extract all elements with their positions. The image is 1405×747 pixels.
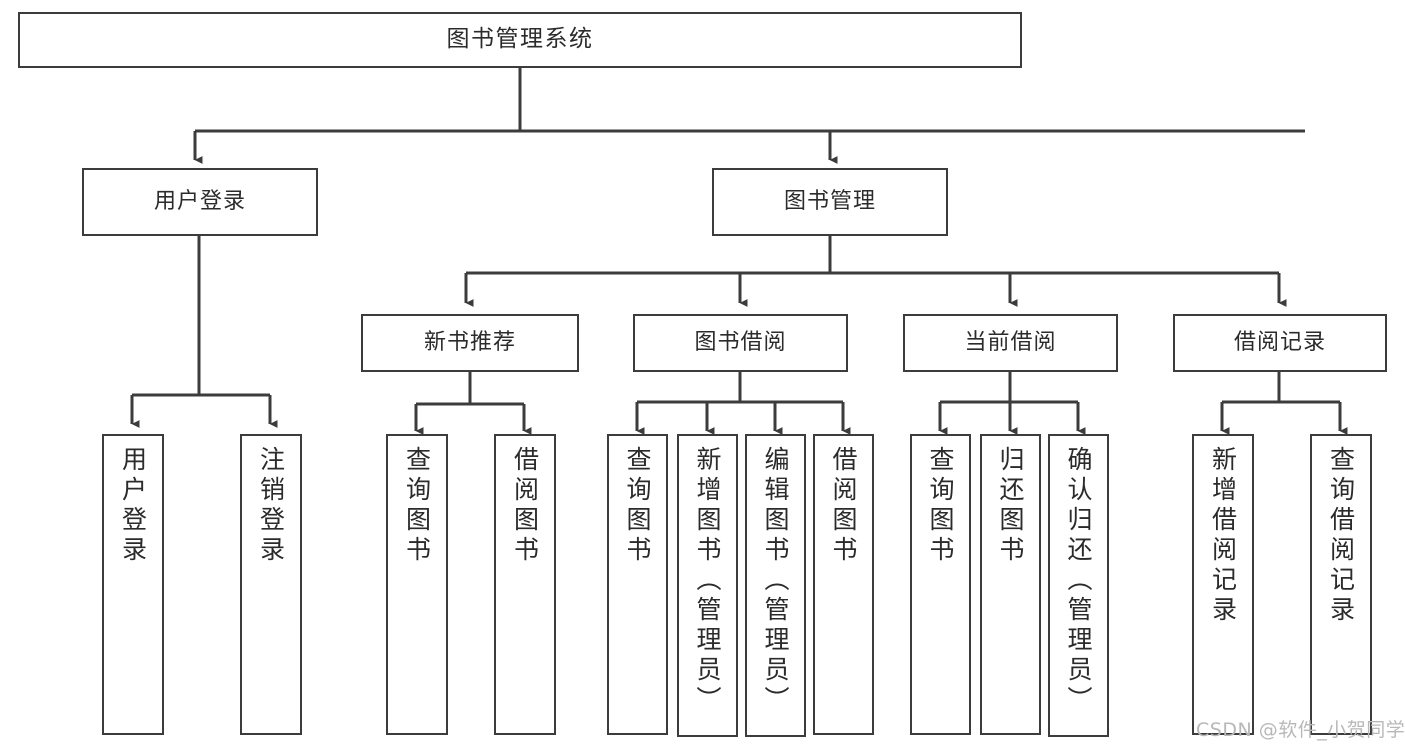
node-label: 借阅记录 xyxy=(1233,330,1326,356)
node-borrow-record[interactable]: 借阅记录 xyxy=(1173,314,1387,372)
node-label: 用户登录 xyxy=(118,446,148,566)
node-label: 查询图书 xyxy=(402,446,432,566)
leaf-current-confirm-return-admin[interactable]: 确认归还（管理员） xyxy=(1048,434,1109,737)
node-label: 新书推荐 xyxy=(423,330,516,356)
node-current-borrow[interactable]: 当前借阅 xyxy=(903,314,1118,372)
node-label: 新增借阅记录 xyxy=(1208,446,1238,626)
leaf-borrow-borrow-book[interactable]: 借阅图书 xyxy=(813,434,874,735)
node-label: 归还图书 xyxy=(996,446,1025,566)
node-book-management[interactable]: 图书管理 xyxy=(712,168,948,236)
node-label: 注销登录 xyxy=(256,446,286,566)
node-label: 确认归还（管理员） xyxy=(1064,446,1093,716)
leaf-borrow-query-book[interactable]: 查询图书 xyxy=(607,434,668,735)
node-label: 查询图书 xyxy=(926,446,955,566)
node-label: 图书借阅 xyxy=(694,330,787,356)
leaf-newbook-borrow-book[interactable]: 借阅图书 xyxy=(494,434,556,735)
node-label: 图书管理 xyxy=(783,189,876,215)
leaf-current-return-book[interactable]: 归还图书 xyxy=(980,434,1041,735)
node-label: 新增图书（管理员） xyxy=(693,446,722,716)
node-new-book-recommend[interactable]: 新书推荐 xyxy=(361,314,579,372)
node-label: 借阅图书 xyxy=(829,446,858,566)
leaf-user-logout[interactable]: 注销登录 xyxy=(240,434,302,735)
node-label: 当前借阅 xyxy=(964,330,1057,356)
leaf-record-query-record[interactable]: 查询借阅记录 xyxy=(1310,434,1372,735)
node-user-login[interactable]: 用户登录 xyxy=(82,168,318,236)
node-label: 查询借阅记录 xyxy=(1326,446,1356,626)
node-label: 用户登录 xyxy=(153,189,246,215)
node-label: 图书管理系统 xyxy=(446,26,594,53)
leaf-borrow-add-book-admin[interactable]: 新增图书（管理员） xyxy=(677,434,738,737)
node-root-system[interactable]: 图书管理系统 xyxy=(18,12,1022,68)
node-label: 查询图书 xyxy=(623,446,652,566)
watermark-text: CSDN @软件_小贺同学 xyxy=(1196,719,1405,741)
node-label: 编辑图书（管理员） xyxy=(761,446,790,716)
node-book-borrow[interactable]: 图书借阅 xyxy=(633,314,848,372)
leaf-newbook-query-book[interactable]: 查询图书 xyxy=(386,434,448,735)
leaf-record-add-record[interactable]: 新增借阅记录 xyxy=(1192,434,1254,735)
node-label: 借阅图书 xyxy=(510,446,540,566)
leaf-current-query-book[interactable]: 查询图书 xyxy=(910,434,971,735)
leaf-user-login[interactable]: 用户登录 xyxy=(102,434,164,735)
leaf-borrow-edit-book-admin[interactable]: 编辑图书（管理员） xyxy=(745,434,806,737)
